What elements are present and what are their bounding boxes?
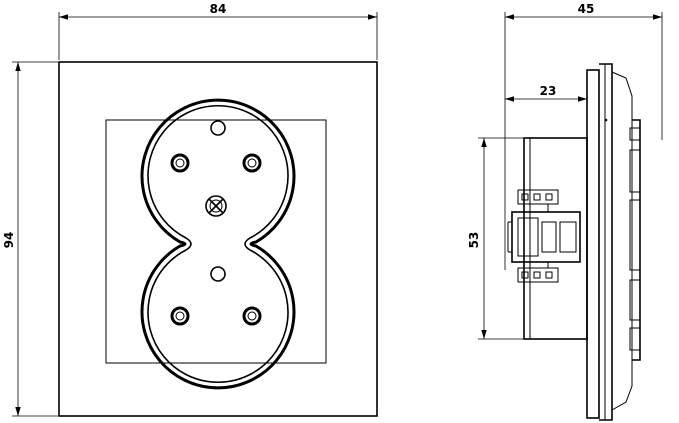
socket-profile: [604, 118, 641, 361]
side-view: 45 23 53: [467, 2, 663, 421]
socket-outline-inner: [147, 104, 289, 384]
inner-plate: [105, 119, 327, 364]
dimension-height: 94: [2, 61, 58, 417]
lower-socket: [170, 266, 262, 326]
dimension-height-label: 94: [2, 232, 16, 249]
dimension-depth-total-label: 45: [578, 2, 595, 16]
dimension-width: 84: [58, 2, 378, 60]
frame-profile: [586, 63, 633, 421]
ground-pin-lower: [210, 266, 226, 282]
screw-icon: [205, 195, 227, 217]
front-view: 84 94: [2, 2, 378, 417]
dimension-side-height: 53: [467, 137, 524, 340]
contact-hole-left-upper: [170, 153, 190, 173]
contact-hole-right-lower: [242, 306, 262, 326]
ground-pin-upper: [210, 120, 226, 136]
socket-outline: [140, 98, 296, 390]
contact-hole-left-lower: [170, 306, 190, 326]
dimension-depth-total: 45: [504, 2, 663, 270]
dimension-depth-partial-label: 23: [540, 84, 557, 98]
mechanism-body: [507, 137, 588, 340]
contact-hole-right-upper: [242, 153, 262, 173]
dimension-depth-partial: 23: [505, 84, 587, 102]
upper-socket: [170, 120, 262, 217]
dimension-side-height-label: 53: [467, 232, 481, 249]
dimension-width-label: 84: [210, 2, 227, 16]
outer-frame: [58, 61, 378, 417]
